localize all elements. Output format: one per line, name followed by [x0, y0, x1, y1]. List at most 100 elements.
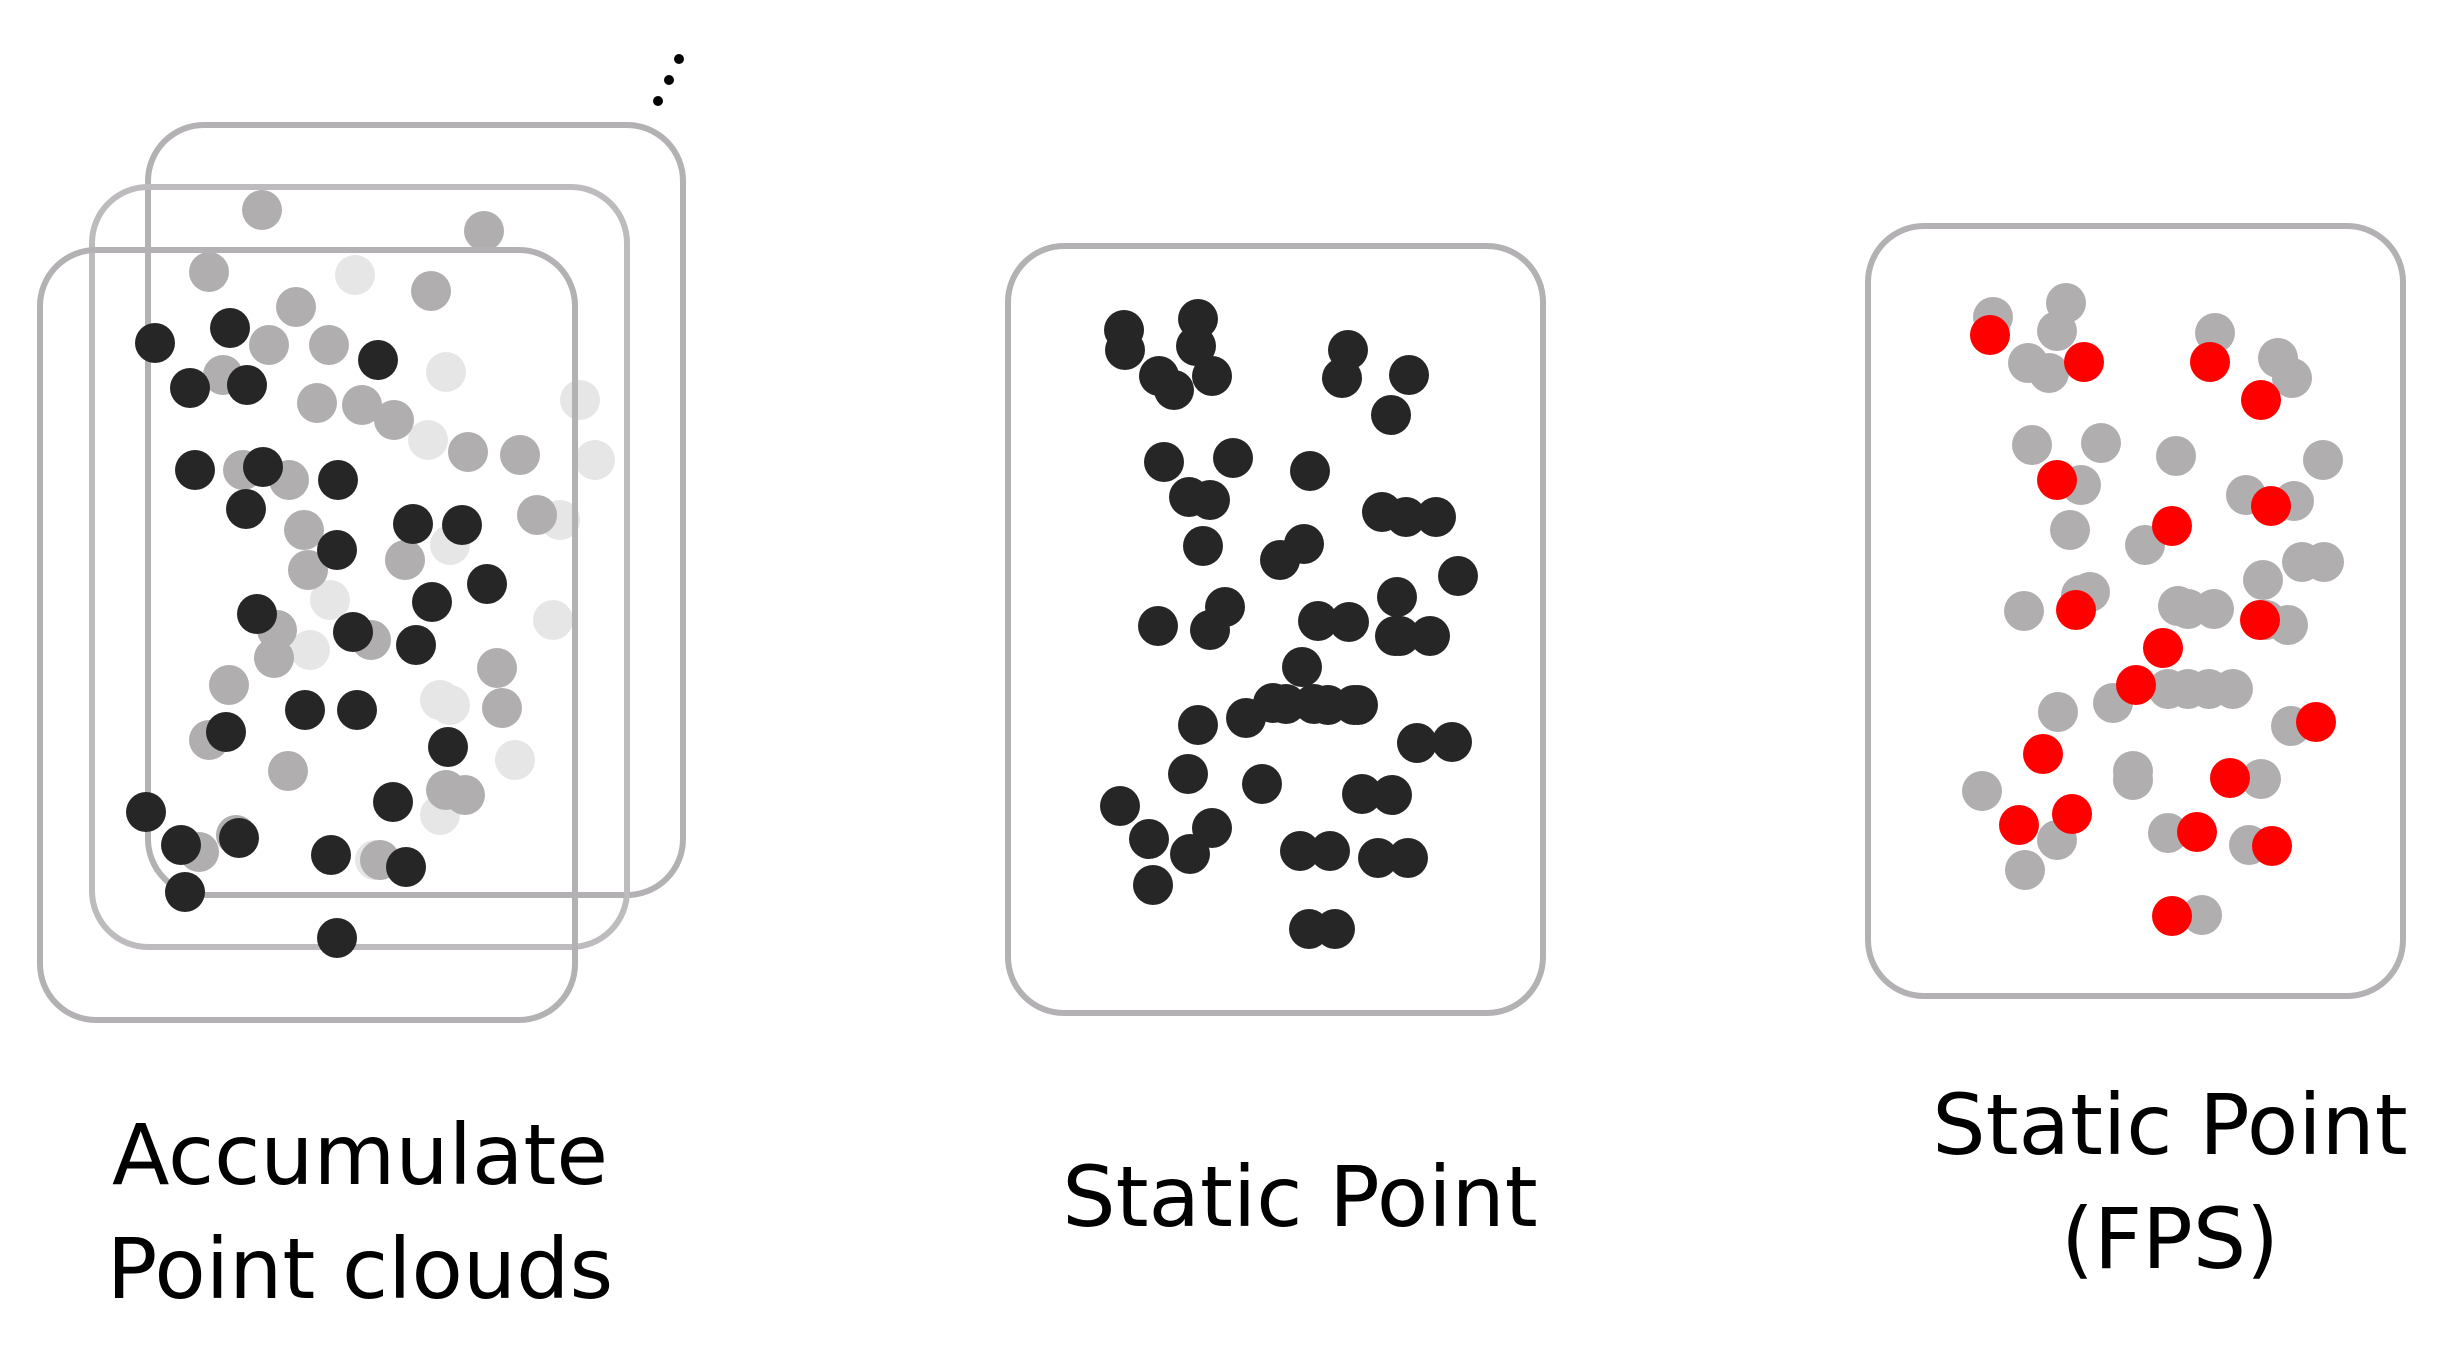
point-dark	[227, 365, 267, 405]
point-dark	[428, 727, 468, 767]
point-dark	[1371, 395, 1411, 435]
point-gray	[374, 400, 414, 440]
point-gray	[477, 648, 517, 688]
static-panel	[1005, 243, 1546, 1016]
point-red	[2210, 758, 2250, 798]
point-dark	[393, 504, 433, 544]
point-red	[2251, 486, 2291, 526]
point-gray	[276, 287, 316, 327]
point-gray	[2272, 358, 2312, 398]
point-red	[2064, 342, 2104, 382]
point-dark	[285, 690, 325, 730]
fps-caption-line-2: (FPS)	[2061, 1190, 2279, 1288]
point-gray	[2241, 759, 2281, 799]
front-frame-points	[126, 308, 507, 958]
point-light	[408, 420, 448, 460]
point-gray	[2182, 895, 2222, 935]
point-dark	[1410, 616, 1450, 656]
point-dark	[1329, 602, 1369, 642]
point-dark	[1176, 326, 1216, 366]
point-red	[2177, 812, 2217, 852]
point-dark	[373, 782, 413, 822]
point-red	[2240, 600, 2280, 640]
point-light	[495, 740, 535, 780]
point-red	[2023, 734, 2063, 774]
static-points	[1100, 299, 1478, 949]
point-gray	[288, 550, 328, 590]
fps-gray-points	[1962, 283, 2344, 935]
point-dark	[1290, 451, 1330, 491]
point-gray	[2050, 510, 2090, 550]
point-red	[2252, 826, 2292, 866]
back-frame	[145, 122, 686, 898]
point-dark	[1375, 616, 1415, 656]
point-gray	[2303, 440, 2343, 480]
point-dark	[1280, 831, 1320, 871]
point-gray	[284, 510, 324, 550]
point-dark	[226, 489, 266, 529]
point-red	[2116, 665, 2156, 705]
point-gray	[189, 252, 229, 292]
point-dark	[1397, 723, 1437, 763]
static-caption-line-1: Static Point	[1062, 1148, 1538, 1246]
point-gray	[464, 211, 504, 251]
point-dark	[1342, 774, 1382, 814]
point-gray	[482, 688, 522, 728]
point-dark	[1213, 438, 1253, 478]
point-dark	[1372, 775, 1412, 815]
fps-caption-line-1: Static Point	[1932, 1076, 2408, 1174]
point-dark	[311, 835, 351, 875]
point-dark	[1144, 442, 1184, 482]
point-dark	[126, 792, 166, 832]
point-dark	[237, 594, 277, 634]
point-light	[290, 630, 330, 670]
point-red	[1999, 805, 2039, 845]
point-dark	[1192, 356, 1232, 396]
point-gray	[500, 435, 540, 475]
point-dark	[1338, 685, 1378, 725]
point-dark	[1322, 358, 1362, 398]
point-dark	[1226, 698, 1266, 738]
fps-panel	[1865, 223, 2406, 999]
point-gray	[2029, 353, 2069, 393]
point-dark	[165, 872, 205, 912]
point-dark	[175, 450, 215, 490]
point-dark	[210, 308, 250, 348]
point-gray	[2113, 760, 2153, 800]
point-gray	[385, 540, 425, 580]
point-dark	[358, 340, 398, 380]
point-dark	[1190, 610, 1230, 650]
fps-red-points	[1970, 315, 2336, 936]
point-gray	[2148, 813, 2188, 853]
point-dark	[396, 625, 436, 665]
accumulate-panel	[37, 54, 686, 1023]
point-dark	[1298, 601, 1338, 641]
point-dark	[1358, 838, 1398, 878]
point-dark	[1310, 831, 1350, 871]
static-frame	[1005, 243, 1546, 1016]
point-dark	[1416, 497, 1456, 537]
point-red	[2037, 460, 2077, 500]
point-dark	[318, 460, 358, 500]
point-gray	[309, 325, 349, 365]
point-dark	[135, 323, 175, 363]
point-dark	[1168, 754, 1208, 794]
point-dark	[1105, 330, 1145, 370]
point-dark	[1260, 540, 1300, 580]
point-dark	[1388, 838, 1428, 878]
point-dark	[1315, 909, 1355, 949]
point-dark	[243, 447, 283, 487]
point-red	[2296, 702, 2336, 742]
accumulate-caption-line-2: Point clouds	[106, 1220, 614, 1318]
point-gray	[2038, 692, 2078, 732]
point-red	[2241, 380, 2281, 420]
point-dark	[206, 712, 246, 752]
point-red	[2152, 506, 2192, 546]
point-gray	[411, 271, 451, 311]
point-dark	[1178, 705, 1218, 745]
point-gray	[2304, 542, 2344, 582]
point-dark	[1138, 606, 1178, 646]
point-red	[2152, 896, 2192, 936]
point-gray	[209, 665, 249, 705]
